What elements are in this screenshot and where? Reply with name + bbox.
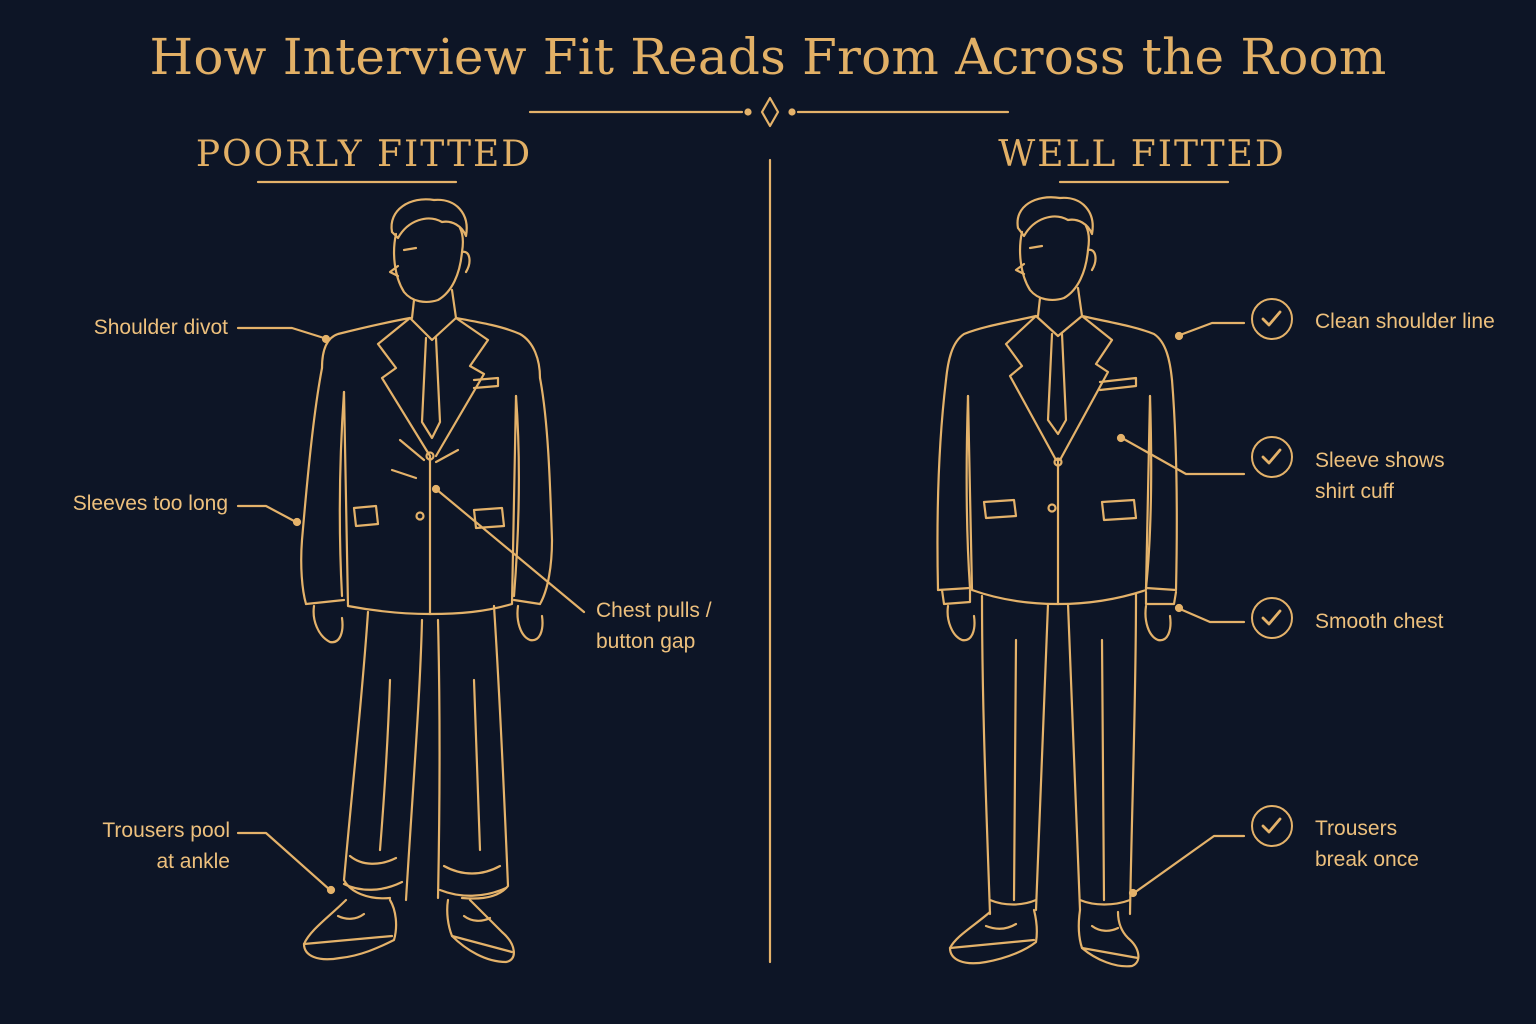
poor-fit-figure — [300, 198, 554, 964]
callout-trousers-pool: Trousers pool at ankle — [102, 815, 230, 877]
page-title: How Interview Fit Reads From Across the … — [149, 28, 1387, 86]
check-circle-icon — [1251, 597, 1293, 639]
callout-text: Chest pulls / — [596, 599, 712, 622]
callout-text: Smooth chest — [1315, 610, 1444, 633]
poor-fit-heading: POORLY FITTED — [195, 134, 533, 175]
callout-text: break once — [1315, 848, 1419, 871]
well-leader-lines — [1116, 321, 1246, 898]
callout-trousers-break-once: Trousers break once — [1315, 813, 1419, 875]
callout-text: Sleeves too long — [72, 492, 228, 515]
title-ornament — [528, 96, 1010, 128]
well-fit-figure — [936, 196, 1178, 968]
poor-leader-lines — [236, 326, 586, 895]
callout-text: at ankle — [156, 850, 230, 873]
check-circle-icon — [1251, 805, 1293, 847]
callout-smooth-chest: Smooth chest — [1315, 606, 1443, 637]
callout-text: Clean shoulder line — [1315, 310, 1495, 333]
callout-text: Trousers pool — [102, 819, 230, 842]
callout-chest-pulls: Chest pulls / button gap — [596, 595, 712, 657]
check-circle-icon — [1251, 436, 1293, 478]
callout-text: Shoulder divot — [93, 316, 228, 339]
callout-text: Sleeve shows — [1315, 449, 1445, 472]
well-fit-heading: WELL FITTED — [998, 134, 1286, 175]
callout-sleeve-shows-cuff: Sleeve shows shirt cuff — [1315, 445, 1445, 507]
callout-text: Trousers — [1315, 817, 1398, 840]
callout-shoulder-divot: Shoulder divot — [94, 312, 228, 343]
callout-text: shirt cuff — [1315, 480, 1394, 503]
callout-text: button gap — [596, 630, 696, 653]
check-circle-icon — [1251, 298, 1293, 340]
callout-clean-shoulder-line: Clean shoulder line — [1315, 306, 1495, 337]
callout-sleeves-too-long: Sleeves too long — [73, 488, 228, 519]
